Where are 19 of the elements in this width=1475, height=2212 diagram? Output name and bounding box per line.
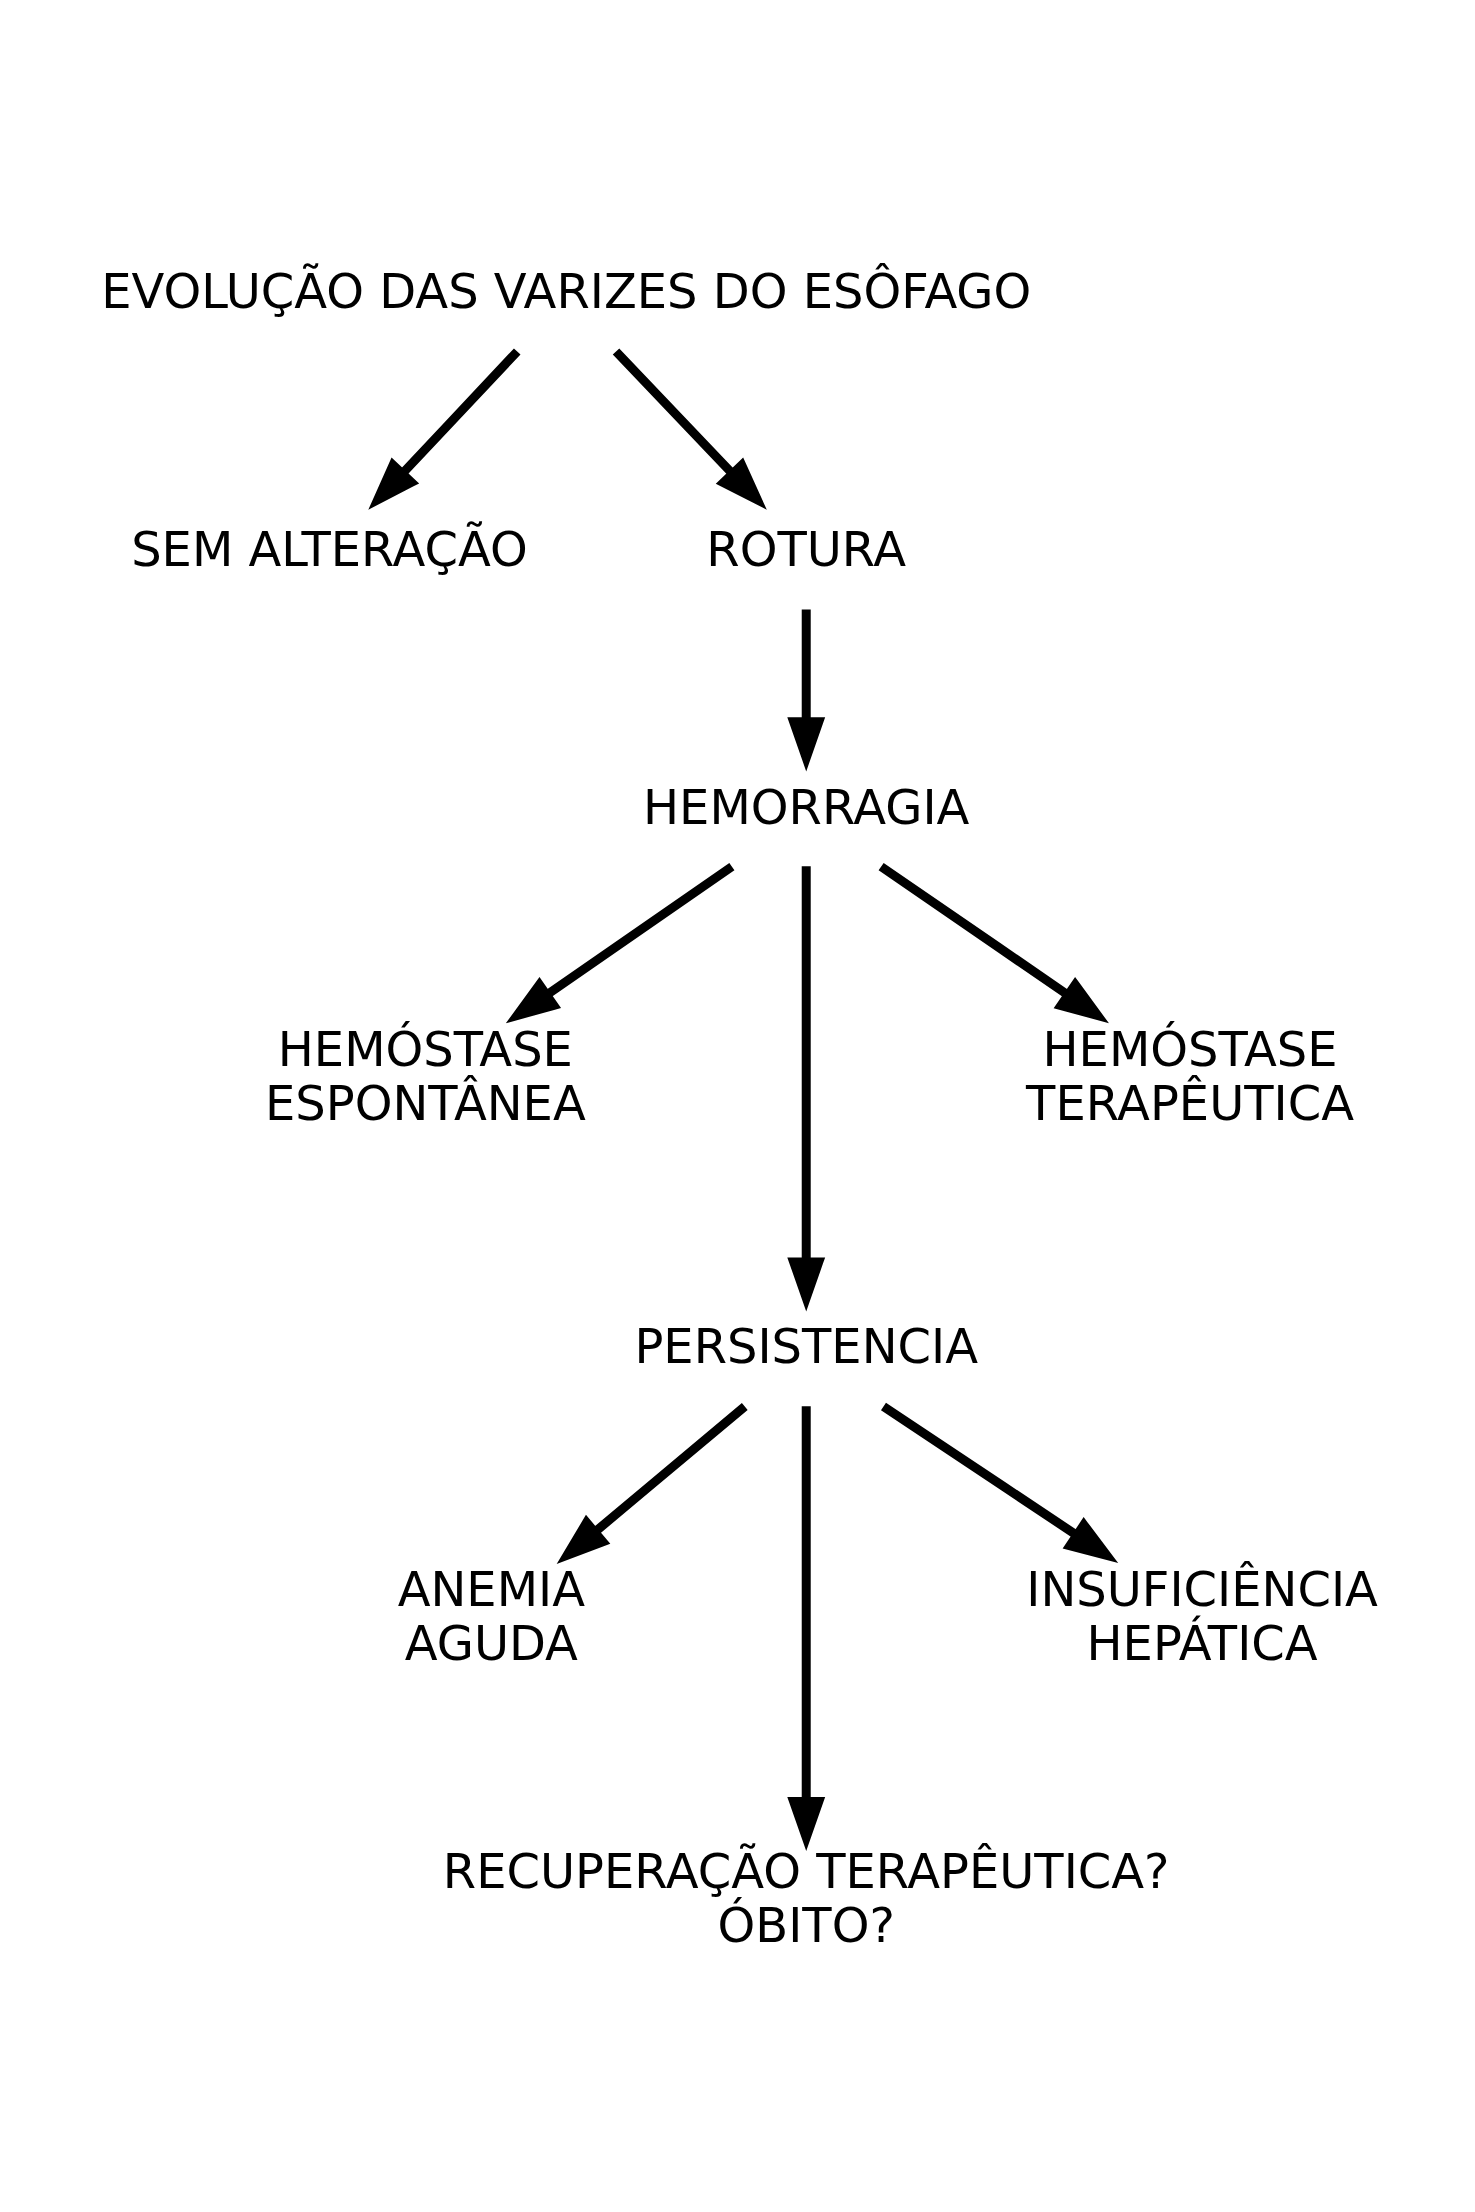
node-text: ROTURA <box>705 520 906 577</box>
node-text: RECUPERAÇÃO TERAPÊUTICA? ÓBITO? <box>442 1843 1170 1954</box>
arrow <box>880 1402 1118 1563</box>
arrow <box>786 609 825 772</box>
node-text: HEMÓSTASE ESPONTÂNEA <box>264 1021 586 1132</box>
node-text: ANEMIA AGUDA <box>397 1561 585 1672</box>
arrow <box>878 862 1109 1024</box>
node-text: EVOLUÇÃO DAS VARIZES DO ESÔFAGO <box>100 262 1031 319</box>
arrow <box>786 866 825 1312</box>
arrow <box>367 348 520 510</box>
node-text: PERSISTENCIA <box>633 1318 978 1375</box>
arrow <box>505 862 734 1024</box>
arrow <box>786 1406 825 1852</box>
node-text: HEMÓSTASE TERAPÊUTICA <box>1025 1021 1354 1132</box>
arrow <box>556 1402 748 1565</box>
arrow <box>612 348 767 510</box>
node-text: INSUFICIÊNCIA HEPÁTICA <box>1025 1561 1378 1672</box>
node-text: HEMORRAGIA <box>642 778 969 835</box>
node-text: SEM ALTERAÇÃO <box>130 520 528 577</box>
